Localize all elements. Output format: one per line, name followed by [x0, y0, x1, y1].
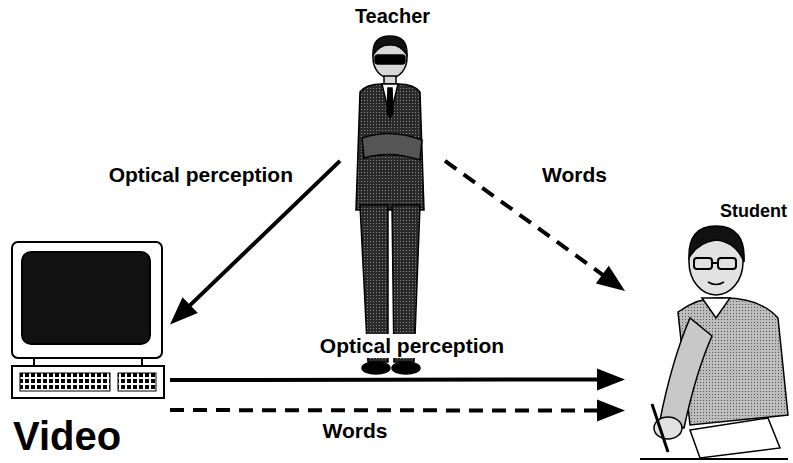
- node-label: Video: [13, 414, 121, 458]
- edge-label: Optical perception: [107, 163, 295, 187]
- student-node: Student: [625, 200, 790, 460]
- arrow-head: [170, 297, 198, 324]
- dashed-arrow: [170, 410, 601, 412]
- computer-figure: [12, 242, 164, 398]
- teacher-node: Teacher: [340, 3, 445, 388]
- connector-line: [170, 408, 601, 413]
- arrow-head: [597, 368, 625, 390]
- teacher-figure: [356, 36, 424, 374]
- node-label: Student: [720, 202, 787, 222]
- solid-arrow: [170, 379, 601, 381]
- arrow-head: [596, 266, 625, 291]
- arrow-head: [597, 400, 625, 422]
- node-label: Teacher: [340, 5, 445, 27]
- edge-label: Words: [540, 163, 609, 187]
- connector-line: [170, 377, 601, 382]
- video-node: Video: [5, 238, 170, 460]
- edge-label: Optical perception: [318, 334, 506, 358]
- edge-label: Words: [321, 419, 390, 443]
- student-figure: [640, 226, 788, 459]
